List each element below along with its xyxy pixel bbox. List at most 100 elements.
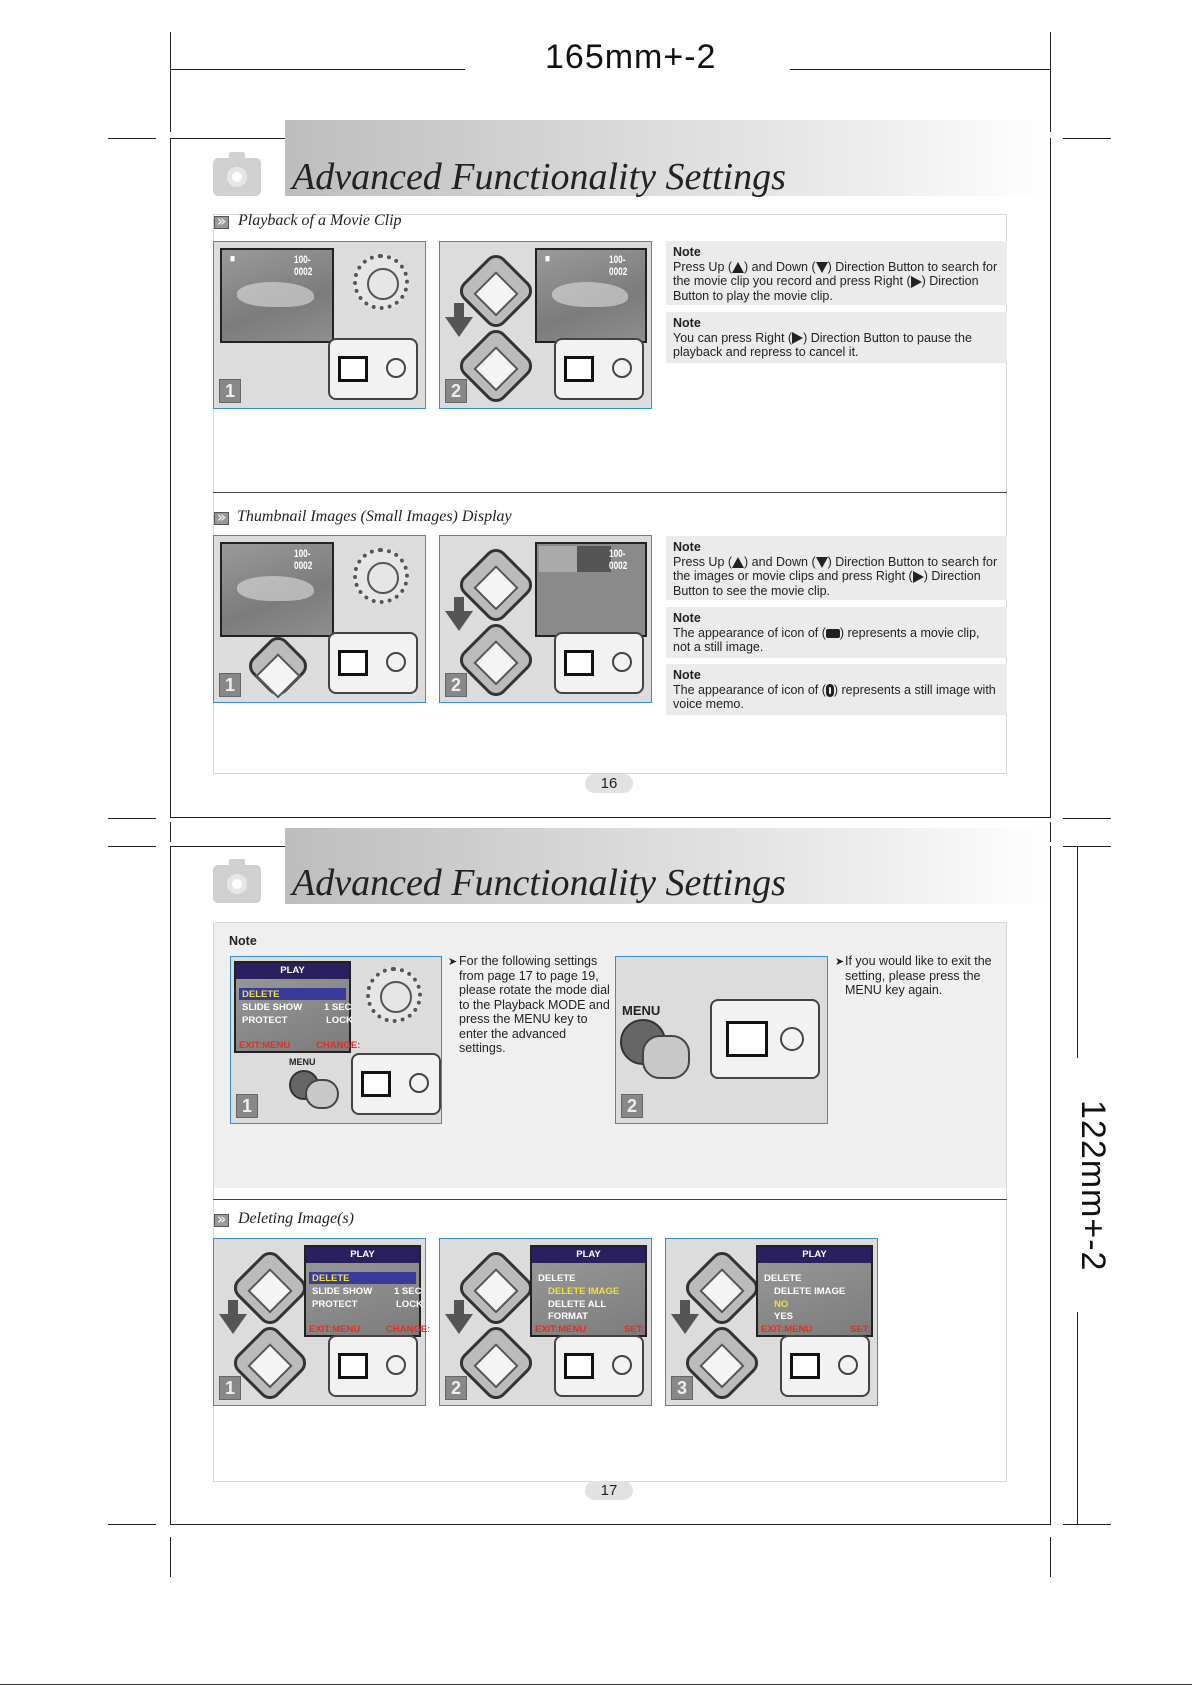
down-arrow-icon [671,1300,699,1334]
note-box: Note Press Up ( ) and Down () Direction B… [666,241,1007,305]
page-17-banner [285,828,1050,904]
camera-icon [213,152,261,196]
down-arrow-icon [445,597,473,631]
menu-item: YES [774,1311,794,1322]
down-arrow-icon [219,1300,247,1334]
menu-item: DELETE [764,1273,802,1284]
camera-body [328,338,418,400]
crop-line [790,69,1050,70]
file-counter: 100-0002 [609,548,628,572]
up-arrow-icon [732,261,745,273]
menu-label: MENU [622,1003,661,1018]
menu-item: FORMAT [548,1311,588,1322]
crop-line [1050,32,1051,132]
camera-body [710,999,820,1079]
enter-menu-step2-panel: MENU 2 [615,956,828,1124]
note-title: Note [229,934,257,948]
down-arrow-icon [815,556,828,568]
note-text: ) and Down ( [744,554,816,569]
camera-body [554,632,644,694]
camera-body [554,338,644,400]
crop-line [170,32,171,132]
note-text: ) Direction Button to play the movie cli… [673,274,979,303]
crop-line [170,1537,171,1577]
thumbnail-step2-panel: 100-0002 2 [439,535,652,703]
thumbnail-image [577,546,611,572]
note-text: ) and Down ( [744,259,816,274]
crop-line [170,69,465,70]
lcd-screen: 100-0002 [220,542,334,637]
finger-icon [642,1035,690,1079]
camera-body [351,1053,441,1115]
menu-item: DELETE IMAGE [548,1286,620,1297]
mode-dial [353,548,409,604]
thumbnail-step1-panel: 100-0002 1 [213,535,426,703]
crop-line [1050,822,1051,842]
delete-step3-panel: PLAY DELETE DELETE IMAGE NO YES EXIT:MEN… [665,1238,878,1406]
movie-icon: ■ [230,253,235,265]
note-text: You can press Right ( [673,330,793,345]
step-number: 1 [219,1376,241,1400]
camera-body [554,1335,644,1397]
step-number: 2 [445,379,467,403]
note-text: ) Direction Button to see the movie clip… [673,569,981,598]
movie-playback-step1-panel: ■ 100-0002 1 [213,241,426,409]
step-number: 2 [445,1376,467,1400]
direction-pad [244,632,312,700]
note-box: Note You can press Right () Direction Bu… [666,312,1007,363]
instruction-text: For the following settings from page 17 … [459,954,610,1055]
note-box: Note Press Up () and Down () Direction B… [666,536,1007,600]
finger-icon [305,1079,339,1109]
section-divider [213,1199,1007,1200]
menu-value: 1 SEC [394,1286,422,1297]
note-title: Note [673,540,701,554]
menu-footer: EXIT:MENU [761,1324,813,1335]
note-text: Press Up ( [673,259,733,274]
down-arrow-icon [815,261,828,273]
menu-item: SLIDE SHOW [312,1286,373,1297]
menu-item: PROTECT [242,1015,288,1026]
menu-item: NO [774,1299,789,1310]
section-arrow-icon [214,212,229,230]
menu-footer: SET: [850,1324,871,1335]
camera-icon [213,859,261,903]
menu-value: LOCK [326,1015,353,1026]
note-title: Note [673,668,701,682]
step-number: 1 [219,379,241,403]
menu-item: DELETE [538,1273,576,1284]
crop-line [1077,1312,1078,1524]
thumbnail-image [539,546,577,572]
menu-screen: PLAY DELETE DELETE IMAGE DELETE ALL FORM… [530,1245,647,1337]
instruction-text: If you would like to exit the setting, p… [845,954,992,997]
right-arrow-icon [910,275,922,288]
crop-line [108,818,156,819]
menu-selection-bar [309,1272,416,1284]
crop-line [1077,846,1078,1058]
menu-item: DELETE ALL [548,1299,607,1310]
note-text: The appearance of icon of ( [673,625,826,640]
crop-line [1063,846,1111,847]
menu-screen: PLAY DELETE DELETE IMAGE NO YES EXIT:MEN… [756,1245,873,1337]
section-heading-deleting: Deleting Image(s) [238,1210,354,1227]
menu-footer: EXIT:MENU [309,1324,361,1335]
bullet-arrow-icon: ➤ [448,956,458,968]
page-16-banner [285,120,1050,196]
menu-footer: CHANGE: [316,1040,361,1051]
menu-footer: EXIT:MENU [239,1040,291,1051]
menu-value: 1 SEC [324,1002,352,1013]
crop-line [1063,1524,1111,1525]
microphone-icon [825,683,834,697]
file-counter: 100-0002 [609,254,628,278]
direction-pad [454,618,538,702]
note-text: ) Direction Button to search for the ima… [673,554,998,584]
crop-line [1063,818,1111,819]
step-number: 3 [671,1376,693,1400]
note-title: Note [673,245,701,259]
crop-line [170,822,171,842]
menu-screen: PLAY DELETE SLIDE SHOW PROTECT 1 SEC LOC… [304,1245,430,1337]
menu-footer: EXIT:MENU [535,1324,587,1335]
direction-pad [454,1321,538,1405]
section-heading-thumbnail: Thumbnail Images (Small Images) Display [237,508,512,525]
crop-line [108,138,156,139]
file-counter: 100-0002 [294,254,313,278]
